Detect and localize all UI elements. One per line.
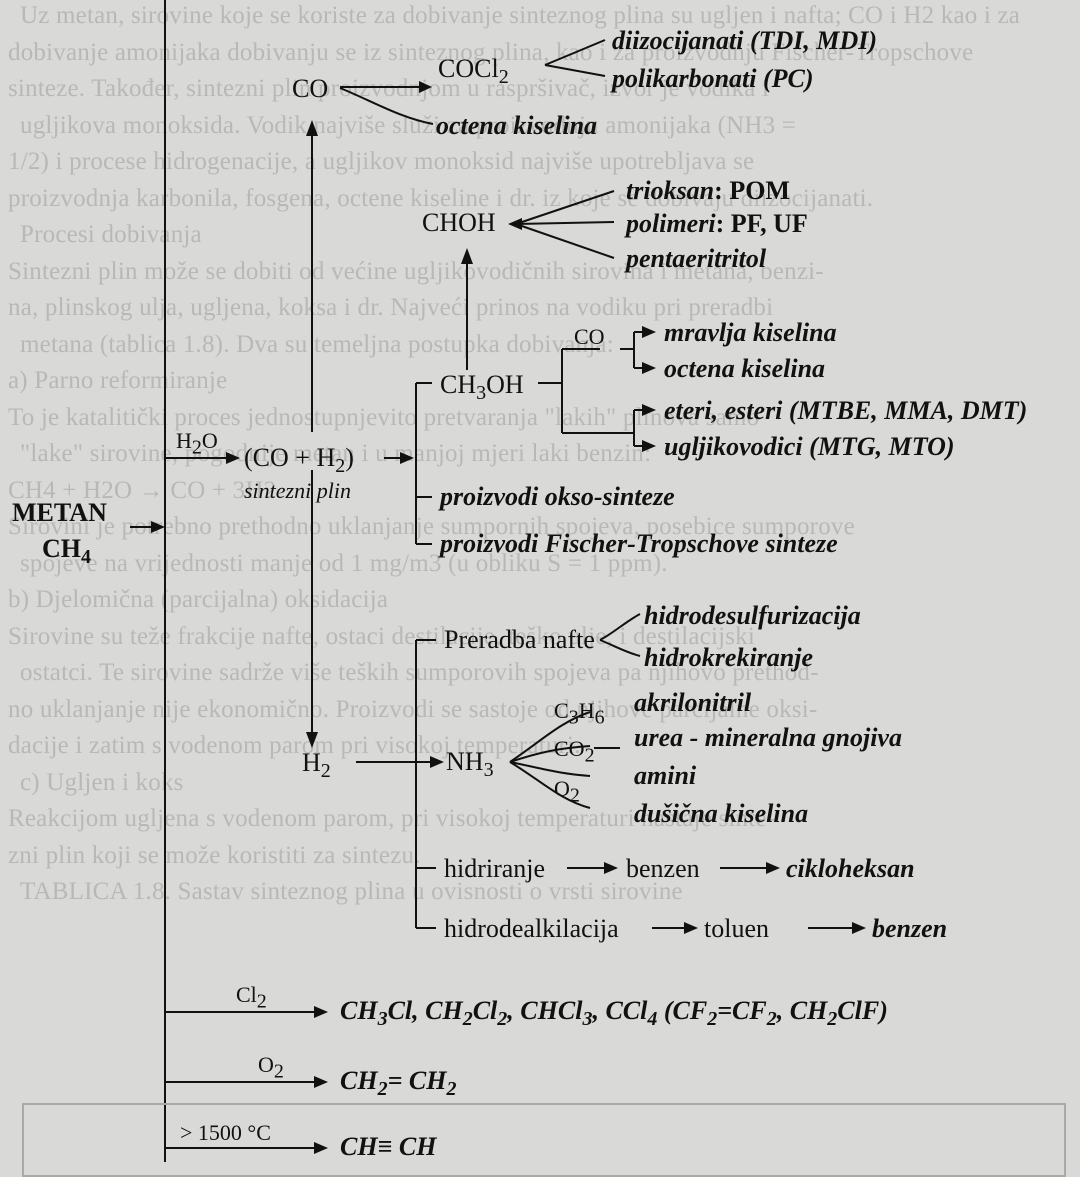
background-text-line: ostatci. Te sirovine sadrže više teških … (20, 659, 819, 686)
ammonia-product-3: amini (634, 761, 697, 790)
metan-label: METAN (12, 498, 107, 527)
background-text-line: a) Parno reformiranje (8, 367, 228, 394)
hidriranje-label: hidriranje (444, 854, 546, 883)
co-to-acetic-line (339, 87, 434, 125)
ammonia-product-1: akrilonitril (634, 688, 752, 717)
pyrolysis-condition: > 1500 °C (180, 1120, 271, 1145)
nh3-arrowhead (430, 756, 444, 768)
background-text-line: TABLICA 1.8. Sastav sinteznog plina u ov… (20, 878, 683, 905)
water-reagent: H2O (176, 428, 218, 459)
refining-product-1: hidrodesulfurizacija (644, 601, 861, 630)
oxidation-product: CH2= CH2 (340, 1066, 457, 1101)
background-text-line: Sirovine su teže frakcije nafte, ostaci … (8, 622, 756, 650)
syngas-caption: sintezni plin (244, 478, 351, 503)
h2-down-arrowhead (306, 732, 318, 748)
ammonia-product-2: urea - mineralna gnojiva (634, 723, 902, 752)
background-text-line: sinteze. Također, sintezni plin proizvod… (8, 75, 770, 102)
syngas-arrowhead (226, 452, 240, 464)
formaldehyde-product-3: pentaeritritol (626, 244, 767, 273)
refining-branch-bottom (599, 639, 641, 657)
metan-formula: CH4 (42, 534, 91, 569)
cocl2-branch-bottom (544, 64, 606, 77)
ammonia-label: NH3 (446, 747, 494, 782)
ammonia-reagent-3: O2 (554, 776, 580, 807)
refining-product-2: hidrokrekiranje (644, 643, 814, 672)
co-product-1: diizocijanati (TDI, MDI) (612, 26, 878, 55)
cocl2-label: COCl2 (438, 54, 509, 89)
chlorination-product: CH3Cl, CH2Cl2, CHCl3, CCl4 (CF2=CF2, CH2… (340, 996, 888, 1031)
background-text-line: dobivanje amonijaka dobivanju se iz sint… (8, 38, 974, 66)
ammonia-product-4: dušična kiselina (634, 799, 809, 828)
co-product-2: polikarbonati (PC) (612, 64, 814, 93)
hidrodealkilacija-label: hidrodealkilacija (444, 914, 619, 943)
syngas-product-2: proizvodi Fischer-Tropschove sinteze (440, 529, 838, 558)
ammonia-reagent-1: C3H6 (554, 698, 605, 729)
background-text-line: dacije i zatim s vodenom parom pri visok… (8, 732, 581, 759)
methanol-product-1: mravlja kiselina (664, 318, 837, 347)
methanol-product-2: octena kiselina (664, 354, 826, 383)
hidrodealkilacija-intermediate: toluen (704, 914, 769, 943)
background-text-line: Uz metan, sirovine koje se koriste za do… (20, 2, 1021, 29)
background-text-line: "lake" sirovine, pogodnije metan i u man… (20, 440, 652, 467)
methanol-product-4: ugljikovodici (MTG, MTO) (664, 432, 955, 461)
hidriranje-product: cikloheksan (786, 854, 915, 883)
background-text-line: 1/2) i procese hidrogenacije, a ugljikov… (8, 148, 755, 175)
ammonia-reagent-2: CO2 (554, 736, 595, 767)
methanol-label: CH3OH (440, 370, 524, 405)
formaldehyde-product-1: trioksan: POM (626, 176, 790, 205)
co-to-cocl2-arrowhead (419, 81, 432, 93)
methanol-product-3: eteri, esteri (MTBE, MMA, DMT) (664, 396, 1028, 425)
chohoh-label: CHOH (422, 208, 496, 237)
background-text-line: Procesi dobivanja (20, 221, 202, 248)
background-text-line: b) Djelomična (parcijalna) oksidacija (8, 586, 389, 613)
nh3-branch-1 (509, 711, 591, 763)
nh3-branch-4 (509, 761, 591, 809)
background-text-line: c) Ugljen i koks (20, 768, 184, 796)
co-product-3: octena kiselina (436, 111, 598, 140)
background-text-line: ugljikova monoksida. Vodik najviše služi… (20, 111, 797, 139)
cocl2-branch-top (544, 39, 606, 66)
syngas-formula: (CO + H2) (244, 443, 354, 478)
co-up-arrowhead (306, 120, 318, 136)
chohoh-arrowhead (508, 218, 522, 230)
chohoh-branch-1 (515, 190, 615, 225)
methanol-up-arrowhead (461, 248, 473, 264)
oxygen-reagent: O2 (258, 1052, 284, 1083)
background-text-line: no uklanjanje nije ekonomično. Proizvodi… (8, 695, 818, 723)
background-text-line: Reakcijom ugljena s vodenom parom, pri v… (8, 805, 776, 832)
table-outline (22, 1103, 1066, 1177)
background-text-line: CH4 + H2O → CO + 3H2 (8, 476, 277, 504)
refining-branch-top (599, 613, 641, 641)
refining-label: Preradba nafte (444, 625, 595, 654)
background-text-line: Sintezni plin može se dobiti od većine u… (8, 257, 824, 285)
background-text-line: metana (tablica 1.8). Dva su temeljna po… (20, 330, 614, 358)
background-text-line: proizvodnja karbonila, fosgena, octene k… (8, 184, 874, 212)
metan-arrowhead (151, 521, 165, 533)
background-text-line: spojeve na vrijednosti manje od 1 mg/m3 … (20, 549, 668, 577)
hidriranje-intermediate: benzen (626, 854, 700, 883)
background-text-line: na, plinskog ulja, ugljena, koksa i dr. … (8, 294, 774, 321)
syngas-out-arrowhead (400, 452, 414, 464)
pyrolysis-product: CH≡ CH (340, 1132, 437, 1161)
chohoh-branch-3 (515, 223, 615, 259)
chlorine-reagent: Cl2 (236, 982, 267, 1013)
chohoh-branch-2 (515, 221, 615, 225)
formaldehyde-product-2: polimeri: PF, UF (626, 209, 808, 238)
background-text-line: zni plin koji se može koristiti za sinte… (8, 841, 421, 869)
nh3-branch-3 (509, 761, 591, 777)
methanol-co-reagent: CO (574, 324, 605, 349)
co-label: CO (292, 74, 329, 103)
syngas-product-1: proizvodi okso-sinteze (440, 482, 675, 511)
hidrodealkilacija-product: benzen (872, 914, 948, 943)
nh3-branch-2 (509, 745, 591, 763)
hydrogen-label: H2 (302, 748, 331, 783)
